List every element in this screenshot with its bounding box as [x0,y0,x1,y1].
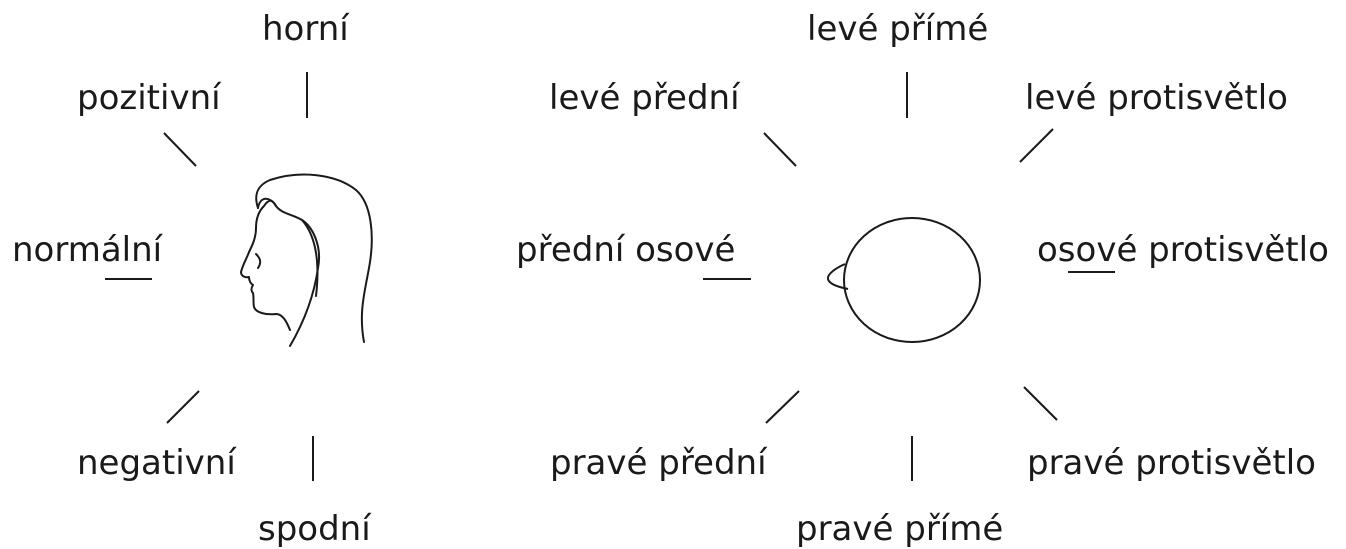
label-positive: pozitivní [77,78,221,118]
mark-left-front [763,132,797,167]
label-bottom: spodní [258,509,371,549]
mark-positive [163,132,197,167]
label-left-front: levé přední [549,78,740,118]
label-normal: normální [12,230,163,270]
label-top: horní [262,9,349,49]
head-profile-icon [240,173,373,347]
mark-right-back [1023,386,1058,421]
mark-right-front [765,390,800,424]
label-left-direct: levé přímé [807,9,989,49]
label-left-back: levé protisvětlo [1025,78,1288,118]
label-right-direct: pravé přímé [796,509,1004,549]
label-negative: negativní [77,443,236,483]
label-front-axial: přední osové [516,230,736,270]
mark-left-back [1019,128,1054,163]
label-axial-back: osové protisvětlo [1037,230,1329,270]
mark-negative [166,390,200,424]
head-top-view-icon [826,217,981,343]
label-right-front: pravé přední [550,443,767,483]
label-right-back: pravé protisvětlo [1027,443,1316,483]
